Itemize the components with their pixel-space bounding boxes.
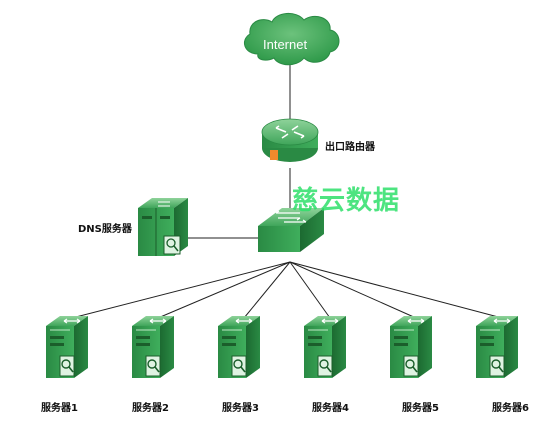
watermark: 慈云数据 (292, 186, 401, 216)
server-5-label: 服务器5 (402, 403, 439, 414)
router-icon (261, 118, 319, 162)
switch-icon (258, 208, 324, 252)
link-switch-server3 (243, 261, 291, 319)
server-4-label: 服务器4 (312, 403, 349, 414)
link-switch-server2 (157, 261, 291, 319)
server-2-label: 服务器2 (132, 403, 169, 414)
link-switch-server5 (289, 261, 417, 319)
dns-server-label: DNS服务器 (78, 224, 132, 235)
server-1-icon (45, 315, 89, 379)
server-4-icon (303, 315, 347, 379)
server-5-icon (389, 315, 433, 379)
links (71, 60, 503, 319)
dns-server-icon (138, 198, 188, 256)
internet-cloud-icon (243, 13, 340, 66)
link-switch-server6 (289, 261, 503, 319)
server-2-icon (131, 315, 175, 379)
server-6-icon (475, 315, 519, 379)
link-switch-server1 (71, 261, 291, 319)
server-3-icon (217, 315, 261, 379)
server-6-label: 服务器6 (492, 403, 529, 414)
router-label: 出口路由器 (325, 142, 375, 153)
internet-label: Internet (263, 37, 308, 52)
link-switch-server4 (289, 261, 331, 319)
server-3-label: 服务器3 (222, 403, 259, 414)
server-1-label: 服务器1 (41, 403, 78, 414)
